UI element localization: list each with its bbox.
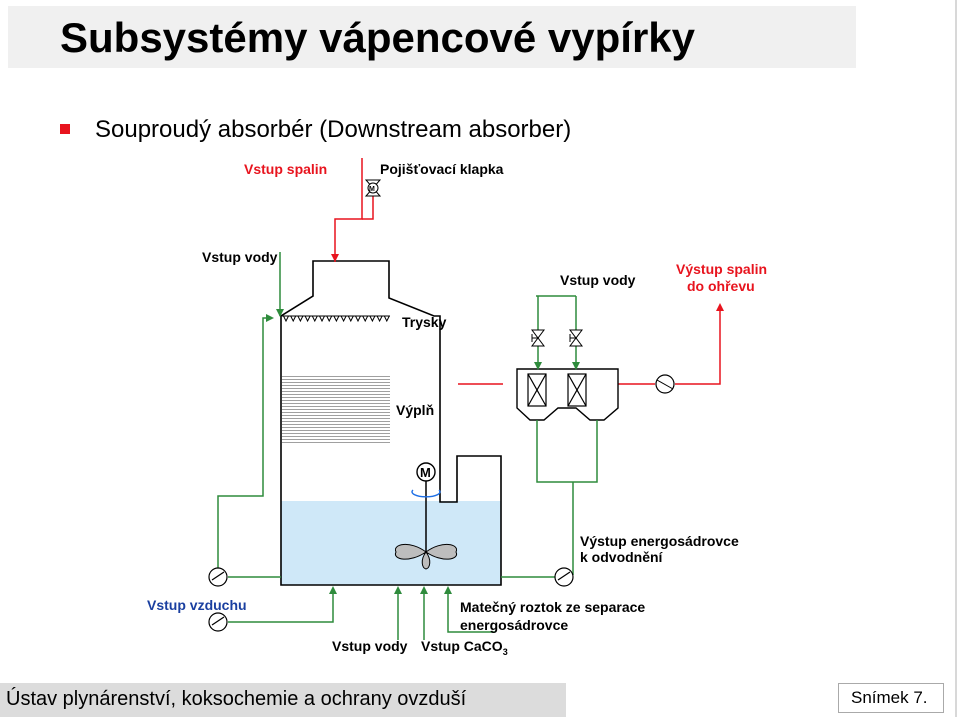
flue-gas-inlet-arrow-icon [331,254,339,262]
nozzle-icon [369,315,376,323]
nozzle-icon [376,315,383,323]
water-inlet-arrow-left-icon [276,309,284,317]
footer-institute: Ústav plynárenství, koksochemie a ochran… [6,688,467,710]
bullet-square-icon [60,124,70,134]
safety-damper-pipe [362,196,374,220]
gypsum-pump-icon [554,567,574,587]
nozzle-icon [304,315,311,323]
nozzle-icon [282,315,290,323]
agitator-motor-icon [416,462,436,482]
slide-number: Snímek 7. [851,688,928,707]
fan-blade [656,379,674,390]
nozzle-icon [297,315,304,323]
footer-bar [0,683,566,717]
label-air-in: Vstup vzduchu [147,597,247,613]
nozzle-icon [289,315,297,323]
water-arrow-right-2-icon [572,362,580,370]
right-edge-line [955,0,957,717]
slide-title: Subsystémy vápencové vypírky [60,14,696,61]
demister-drain-pipe-2 [573,420,598,483]
slide-subtitle: Souproudý absorbér (Downstream absorber) [95,116,572,143]
nozzle-icon [325,315,333,323]
nozzle-icon [311,315,319,323]
label-water-in-right: Vstup vody [560,272,636,288]
label-motor: M [420,465,431,480]
nozzle-icon [347,315,355,323]
label-caco3-main: Vstup CaCO [421,638,503,654]
label-flue-gas-out-2: do ohřevu [687,278,755,294]
label-water-in-bottom: Vstup vody [332,638,408,654]
title-bar [8,6,856,68]
nozzle-icon [333,315,340,323]
rotation-arrow-icon [411,489,441,498]
label-gypsum-out-2: k odvodnění [580,549,664,565]
absorber-shell [280,260,502,586]
propeller-icon [394,544,458,570]
air-inlet-pipe [228,588,334,623]
demister-drain-pipe-1 [536,420,573,483]
nozzle-icon [383,315,391,323]
absorber-liquid [281,501,501,585]
label-valve-motor: M [369,186,375,193]
label-flue-gas-out-1: Výstup spalin [676,261,767,277]
slide-number-box [838,683,944,713]
packing-layer [282,376,390,444]
nozzle-icon [340,315,347,323]
label-caco3-in: Vstup CaCO3 [421,638,508,657]
mother-liquor-pipe [447,588,495,633]
label-flue-gas-in: Vstup spalin [244,161,327,177]
label-packing: Výplň [396,402,434,418]
nozzle-row [282,315,391,323]
recirculation-pump-icon [208,567,228,587]
label-mother-liquor-2: energosádrovce [460,617,568,633]
safety-damper-valve-icon [364,179,382,197]
label-mother-liquor-1: Matečný roztok ze separace [460,599,645,615]
label-water-in-left: Vstup vody [202,249,278,265]
air-inlet-arrow-icon [329,586,337,594]
nozzle-icon [354,315,362,323]
caco3-inlet-arrow-icon [420,586,428,594]
recirculation-arrow-icon [266,314,274,322]
water-valve-1-icon [531,329,545,347]
mother-liquor-arrow-icon [444,586,452,594]
demister-element-1 [527,373,547,407]
nozzle-icon [318,315,326,323]
water-valve-2-icon [569,329,583,347]
nozzle-icon [361,315,369,323]
flue-gas-exit-pipe [675,305,721,385]
label-safety-damper: Pojišťovací klapka [380,161,504,177]
flue-gas-inlet-pipe [334,158,363,262]
demister-element-2 [567,373,587,407]
label-gypsum-out-1: Výstup energosádrovce [580,533,739,549]
water-arrow-right-1-icon [534,362,542,370]
water-inlet-bottom-arrow-icon [394,586,402,594]
air-blower-icon [208,612,228,632]
label-caco3-sub: 3 [503,647,508,657]
recirculation-pipe [217,317,272,568]
flue-gas-exit-arrow-icon [716,303,724,311]
label-nozzles: Trysky [402,314,447,330]
